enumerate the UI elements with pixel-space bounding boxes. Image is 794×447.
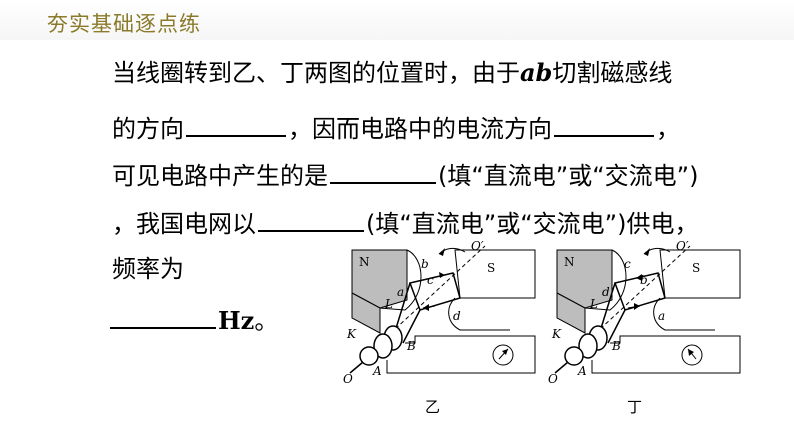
label-n: N bbox=[359, 255, 370, 269]
label-d: d bbox=[602, 285, 610, 299]
label-s: S bbox=[692, 261, 700, 275]
text-line-6: Hz。 bbox=[108, 303, 278, 336]
figure-caption-left: 乙 bbox=[425, 398, 441, 416]
text-line-3: 可见电路中产生的是 (填“直流电”或“交流电”) bbox=[112, 158, 698, 191]
figure-caption-right: 丁 bbox=[627, 398, 643, 416]
label-b-brush: B bbox=[406, 339, 416, 353]
text-line-4: ，我国电网以 (填“直流电”或“交流电”)供电， bbox=[112, 206, 698, 239]
label-l: L bbox=[589, 297, 598, 311]
text-line-2: 的方向 ，因而电路中的电流方向 ， bbox=[112, 111, 680, 144]
label-k: K bbox=[551, 327, 562, 341]
label-b: b bbox=[421, 257, 429, 271]
text-segment: 可见电路中产生的是 bbox=[112, 162, 328, 190]
label-a: a bbox=[397, 285, 404, 299]
text-ab: ab bbox=[520, 58, 553, 87]
text-segment: ， bbox=[656, 115, 680, 143]
label-b: b bbox=[640, 273, 648, 287]
answer-blank-4[interactable] bbox=[258, 206, 364, 232]
answer-blank-1[interactable] bbox=[186, 111, 286, 137]
label-l: L bbox=[384, 297, 393, 311]
text-line-5: 频率为 bbox=[112, 254, 184, 284]
label-a-brush: A bbox=[577, 364, 587, 378]
text-segment: 。 bbox=[254, 307, 279, 335]
label-a: a bbox=[658, 309, 665, 323]
generator-diagram-right: N S b d c a L K B A O O′ bbox=[548, 239, 741, 386]
text-segment: 频率为 bbox=[112, 255, 184, 283]
text-segment: 的方向 bbox=[112, 115, 184, 143]
answer-blank-3[interactable] bbox=[330, 158, 436, 184]
text-segment: (填“直流电”或“交流电”) bbox=[438, 162, 699, 190]
unit-hz: Hz bbox=[218, 306, 255, 335]
text-line-1: 当线圈转到乙、丁两图的位置时，由于ab切割磁感线 bbox=[112, 58, 672, 88]
label-c: c bbox=[427, 273, 434, 287]
label-s: S bbox=[487, 261, 495, 275]
label-o-prime: O′ bbox=[471, 239, 484, 253]
label-a-brush: A bbox=[372, 364, 382, 378]
text-segment: ，我国电网以 bbox=[112, 210, 256, 238]
header-bar: 夯实基础逐点练 bbox=[0, 0, 794, 40]
label-n: N bbox=[564, 255, 575, 269]
section-title: 夯实基础逐点练 bbox=[47, 12, 201, 36]
label-o: O bbox=[548, 372, 558, 386]
label-d: d bbox=[453, 309, 461, 323]
text-segment: 切割磁感线 bbox=[552, 59, 673, 87]
label-c: c bbox=[624, 257, 631, 271]
answer-blank-5[interactable] bbox=[110, 303, 216, 329]
answer-blank-2[interactable] bbox=[554, 111, 654, 137]
text-segment: ，因而电路中的电流方向 bbox=[288, 115, 552, 143]
label-k: K bbox=[346, 327, 357, 341]
text-segment: (填“直流电”或“交流电”)供电， bbox=[366, 210, 699, 238]
generator-diagram-left: N S b a c d L K B A O O′ bbox=[343, 239, 536, 386]
label-o: O bbox=[343, 372, 353, 386]
label-b-brush: B bbox=[611, 339, 621, 353]
label-o-prime: O′ bbox=[676, 239, 689, 253]
text-segment: 当线圈转到乙、丁两图的位置时，由于 bbox=[112, 59, 520, 87]
